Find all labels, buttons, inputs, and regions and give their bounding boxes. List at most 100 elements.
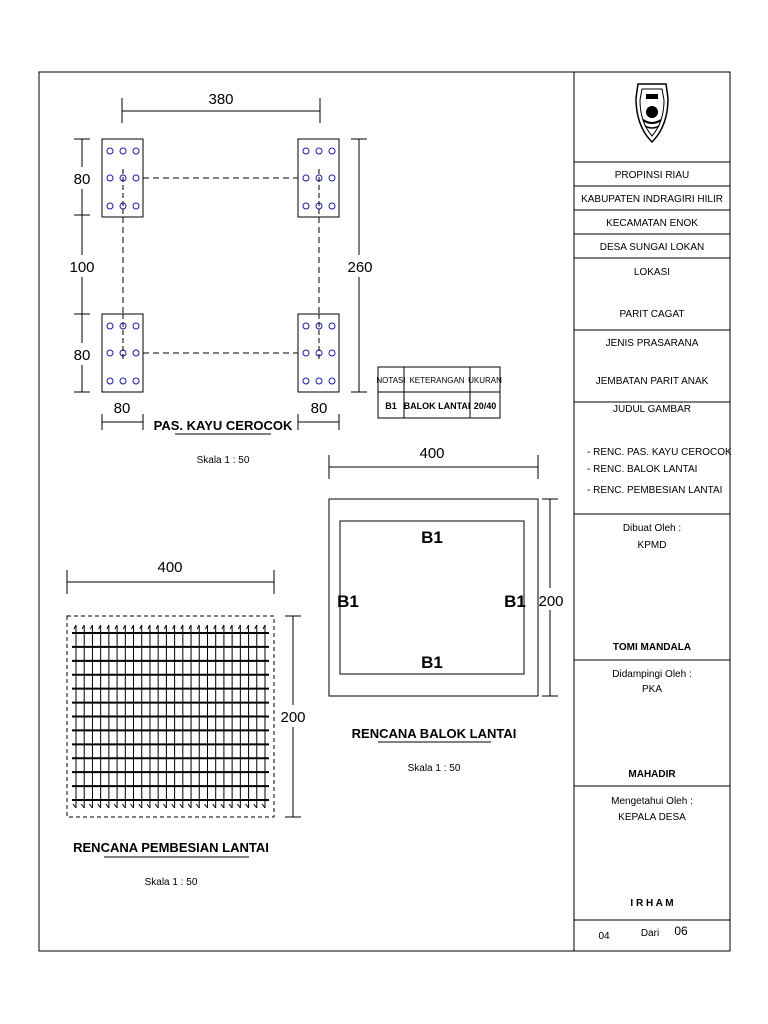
pas-kayu-cerocok-scale: Skala 1 : 50 <box>197 455 250 466</box>
balok-label-bottom: B1 <box>421 653 443 672</box>
dim-bottom-right-80: 80 <box>311 400 328 417</box>
tb-village: DESA SUNGAI LOKAN <box>600 242 704 253</box>
pile-group-top-right <box>297 138 340 218</box>
tb-sheet-of: Dari <box>641 928 659 939</box>
rebar-hook <box>122 624 126 630</box>
tb-sheet-total: 06 <box>674 924 688 938</box>
tb-didampingi-label: Didampingi Oleh : <box>612 669 691 680</box>
tb-lokasi-label: LOKASI <box>634 267 670 278</box>
tb-lokasi-value: PARIT CAGAT <box>619 309 684 320</box>
tb-didampingi-name: MAHADIR <box>628 769 676 780</box>
balok-dim-right-200: 200 <box>538 593 563 610</box>
rebar-hook <box>97 803 102 809</box>
legend-cell-ukuran: 20/40 <box>474 401 497 411</box>
rebar-hook <box>220 803 225 809</box>
balok-inner-frame <box>339 520 525 675</box>
rencana-pembesian-lantai-scale: Skala 1 : 50 <box>145 877 198 888</box>
rebar-hook <box>114 624 118 630</box>
rebar-hook <box>254 624 258 630</box>
rebar-hook <box>106 624 110 630</box>
rencana-balok-lantai-scale: Skala 1 : 50 <box>408 763 461 774</box>
legend-header-notasi: NOTASI <box>376 376 405 385</box>
rebar-hook <box>246 624 250 630</box>
rebar-hook <box>105 803 110 809</box>
tb-dibuat-label: Dibuat Oleh : <box>623 523 681 534</box>
tb-dibuat-value: KPMD <box>638 540 667 551</box>
rebar-hook <box>180 624 184 630</box>
pas-kayu-cerocok-title: PAS. KAYU CEROCOK <box>154 418 293 433</box>
rebar-hook <box>121 803 126 809</box>
rebar-hook <box>138 803 143 809</box>
legend-table: NOTASI KETERANGAN UKURAN B1 BALOK LANTAI… <box>376 366 502 419</box>
legend-cell-keterangan: BALOK LANTAI <box>404 401 471 411</box>
tb-didampingi-value: PKA <box>642 684 662 695</box>
tb-regency: KABUPATEN INDRAGIRI HILIR <box>581 194 723 205</box>
rebar-hook <box>155 624 159 630</box>
tb-judul-item-3: - RENC. PEMBESIAN LANTAI <box>587 485 722 496</box>
dim-left-80-top: 80 <box>74 171 91 188</box>
rebar-hook <box>81 624 85 630</box>
tb-mengetahui-name: I R H A M <box>630 898 673 909</box>
tb-sheet-no: 04 <box>598 931 610 942</box>
rencana-balok-lantai-title: RENCANA BALOK LANTAI <box>352 726 517 741</box>
rebar-hook <box>130 803 134 809</box>
balok-label-left: B1 <box>337 592 359 611</box>
rencana-balok-lantai-plan: 400 200 B1 B1 B1 B1 RENCANA BALOK LANTAI… <box>328 445 564 774</box>
rebar-hook <box>172 624 176 630</box>
dim-bottom-left-80: 80 <box>114 400 131 417</box>
rebar-hook <box>195 803 200 809</box>
pembesian-outline <box>66 615 275 818</box>
rebar-hook <box>237 624 241 630</box>
rebar-hook <box>171 803 176 809</box>
tb-mengetahui-value: KEPALA DESA <box>618 812 686 823</box>
balok-label-top: B1 <box>421 528 443 547</box>
rebar-hook <box>261 803 266 809</box>
rebar-hook <box>154 803 159 809</box>
pile-group-bottom-right <box>297 313 340 393</box>
sheet-border <box>38 71 731 952</box>
rebar-hook <box>163 624 167 630</box>
tb-jenis-label: JENIS PRASARANA <box>606 338 699 349</box>
rebar-hook <box>131 624 134 630</box>
rebar-hook <box>187 803 192 809</box>
pile-group-bottom-left <box>101 313 144 393</box>
title-block: PROPINSI RIAU KABUPATEN INDRAGIRI HILIR … <box>574 83 732 942</box>
tb-province: PROPINSI RIAU <box>615 170 689 181</box>
dim-right-260: 260 <box>347 259 372 276</box>
tb-dibuat-name: TOMI MANDALA <box>613 642 691 653</box>
dim-left-100: 100 <box>69 259 94 276</box>
tb-judul-label: JUDUL GAMBAR <box>613 404 691 415</box>
rencana-pembesian-lantai-plan: 400 200 RENCANA PEMBESIAN LANTAI Skala 1… <box>66 559 306 888</box>
pas-kayu-cerocok-plan: 380 80 100 80 260 <box>64 91 376 466</box>
dim-top-380: 380 <box>208 91 233 108</box>
rebar-hook <box>89 624 93 630</box>
rebar-hook <box>162 803 167 809</box>
rebar-hook <box>212 803 217 809</box>
rebar-hook <box>147 624 151 630</box>
pembesian-dim-top-400: 400 <box>157 559 182 576</box>
rebar-hook <box>229 624 233 630</box>
rebar-hook <box>236 803 241 809</box>
rebar-hook <box>245 803 249 809</box>
tb-mengetahui-label: Mengetahui Oleh : <box>611 796 693 807</box>
rebar-mesh <box>72 624 269 809</box>
rebar-hook <box>72 803 77 809</box>
rebar-hook <box>204 803 208 809</box>
rebar-hook <box>196 624 200 630</box>
legend-cell-notasi: B1 <box>385 401 397 411</box>
rebar-hook <box>228 803 233 809</box>
rebar-hook <box>73 624 77 630</box>
rebar-hook <box>253 803 258 809</box>
rebar-hook <box>80 803 85 809</box>
tb-judul-item-2: - RENC. BALOK LANTAI <box>587 464 697 475</box>
rebar-hook <box>188 624 192 630</box>
rencana-pembesian-lantai-title: RENCANA PEMBESIAN LANTAI <box>73 840 269 855</box>
dim-left-80-bottom: 80 <box>74 347 91 364</box>
rebar-hook <box>146 803 151 809</box>
tb-judul-item-1: - RENC. PAS. KAYU CEROCOK <box>587 447 732 458</box>
rebar-hook <box>139 624 143 630</box>
pile-group-top-left <box>101 138 144 218</box>
legend-header-ukuran: UKURAN <box>468 376 502 385</box>
regency-emblem-logo <box>635 83 669 144</box>
